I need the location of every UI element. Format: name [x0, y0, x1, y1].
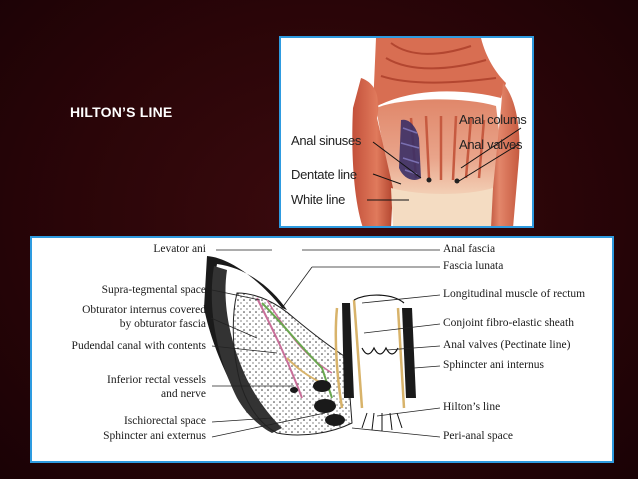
label-levator-ani: Levator ani — [153, 243, 206, 255]
label-peri-anal-space: Peri-anal space — [443, 430, 513, 442]
label-anal-fascia: Anal fascia — [443, 243, 496, 255]
label-ischiorectal-space: Ischiorectal space — [123, 415, 206, 427]
label-inferior-rectal-line2: and nerve — [160, 388, 206, 400]
anal-canal-illustration-panel: Anal sinuses Dentate line White line Ana… — [279, 36, 534, 228]
label-dentate-line: Dentate line — [291, 167, 357, 182]
anal-canal-schematic-panel: Levator ani Supra-tegmental space Obtura… — [30, 236, 614, 463]
label-inferior-rectal-line1: Inferior rectal vessels — [107, 374, 206, 386]
label-obturator-internus-line2: by obturator fascia — [119, 318, 206, 330]
label-anal-valves-pectinate: Anal valves (Pectinate line) — [443, 339, 571, 351]
label-conjoint-sheath: Conjoint fibro-elastic sheath — [443, 317, 574, 329]
label-anal-columns: Anal colums — [459, 112, 527, 127]
label-sphincter-ani-internus: Sphincter ani internus — [443, 359, 544, 371]
label-hiltons-line: Hilton’s line — [443, 401, 501, 413]
label-supra-tegmental-space: Supra-tegmental space — [101, 284, 206, 296]
label-pudendal-canal: Pudendal canal with contents — [71, 340, 206, 352]
label-sphincter-ani-externus: Sphincter ani externus — [103, 430, 206, 442]
label-obturator-internus-line1: Obturator internus covered — [82, 304, 206, 316]
anal-canal-illustration — [352, 38, 522, 226]
label-anal-sinuses: Anal sinuses — [291, 133, 362, 148]
label-anal-valves-top: Anal valves — [459, 137, 523, 152]
label-fascia-lunata: Fascia lunata — [443, 260, 504, 272]
anal-canal-schematic — [204, 249, 441, 438]
slide-title: HILTON’S LINE — [70, 104, 173, 120]
label-white-line: White line — [291, 192, 346, 207]
label-longitudinal-muscle: Longitudinal muscle of rectum — [443, 288, 586, 300]
